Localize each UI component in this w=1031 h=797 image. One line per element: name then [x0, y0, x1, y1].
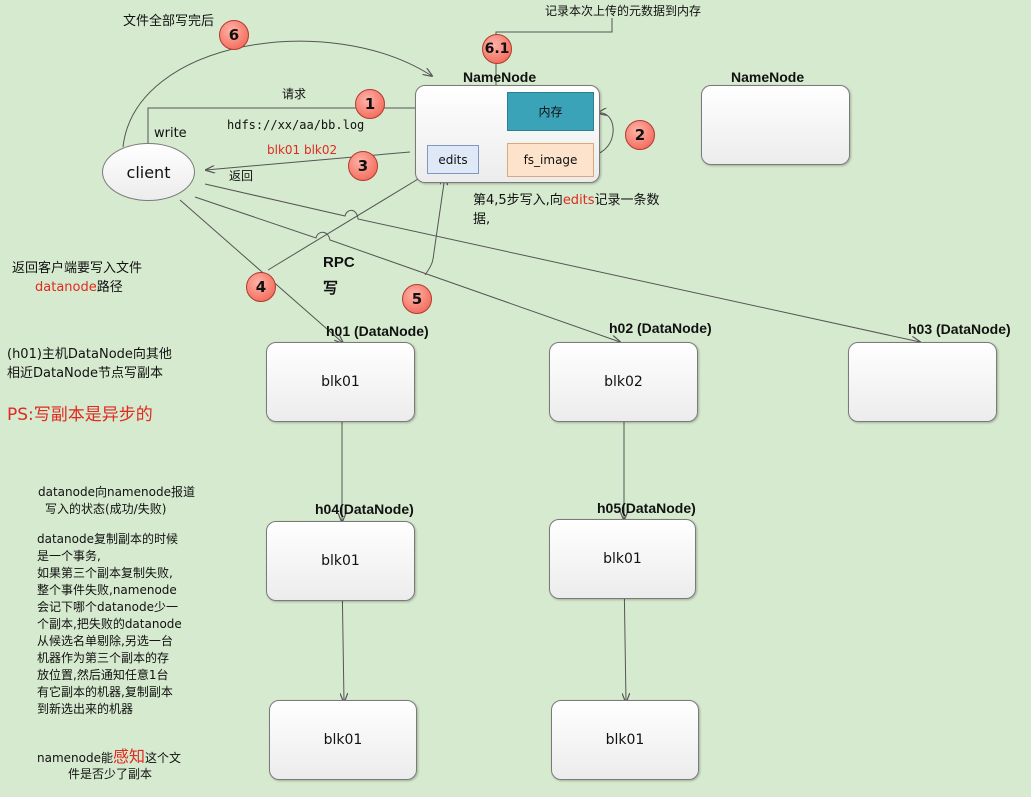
aware-highlight: 感知 — [112, 747, 145, 766]
metadata-memory-label: 记录本次上传的元数据到内存 — [545, 4, 702, 18]
h05-datanode[interactable]: blk01 — [549, 519, 696, 599]
step-badge-6: 6 — [219, 20, 249, 50]
arrow-step-3 — [206, 151, 411, 170]
tx-line: 机器作为第三个副本的存 — [37, 651, 170, 665]
client-node[interactable]: client — [102, 143, 195, 201]
secondary-namenode-title: NameNode — [731, 69, 805, 85]
tx-line: datanode复制副本的时候 — [37, 532, 178, 546]
h02-title: h02 (DataNode) — [609, 320, 712, 336]
replica-node-right[interactable]: blk01 — [551, 700, 699, 780]
replicate-note-1: (h01)主机DataNode向其他 — [7, 347, 172, 362]
arrow-client-h03 — [204, 183, 920, 342]
h04-datanode[interactable]: blk01 — [266, 521, 415, 601]
step-badge-5: 5 — [402, 284, 432, 314]
tx-line: 是一个事务, — [37, 549, 101, 563]
async-note: PS:写副本是异步的 — [7, 405, 153, 425]
tx-line: 从候选名单剔除,另选一台 — [37, 634, 173, 648]
rpc-label: RPC — [323, 254, 355, 271]
aware-prefix: namenode能 — [37, 751, 113, 765]
step-badge-3: 3 — [348, 151, 378, 181]
step-badge-6-1: 6.1 — [482, 34, 512, 64]
report-note-2: 写入的状态(成功/失败) — [45, 502, 167, 516]
namenode-title: NameNode — [463, 69, 537, 85]
fs-image-box[interactable]: fs_image — [507, 143, 594, 177]
memory-box[interactable]: 内存 — [507, 92, 594, 131]
hdfs-path: hdfs://xx/aa/bb.log — [227, 118, 365, 132]
write-complete-label: 文件全部写完后 — [123, 14, 215, 29]
aware-note: namenode能感知这个文 — [37, 743, 181, 767]
step-badge-2: 2 — [625, 120, 655, 150]
edits-note-line2: 据, — [473, 212, 491, 227]
edits-note: 第4,5步写入,向edits记录一条数 据, — [473, 191, 660, 229]
aware-suffix: 这个文 — [145, 751, 182, 765]
step-badge-4: 4 — [246, 272, 276, 302]
write-label: write — [154, 126, 187, 141]
arrow-client-h02 — [194, 196, 620, 342]
tx-line: 到新选出来的机器 — [37, 702, 134, 716]
secondary-namenode-box[interactable] — [701, 85, 850, 165]
tx-line: 有它副本的机器,复制副本 — [37, 685, 173, 699]
return-label: 返回 — [229, 169, 254, 183]
arrow-step-1 — [147, 108, 505, 148]
tx-line: 整个事件失败,namenode — [37, 583, 177, 597]
aware-note-2: 件是否少了副本 — [68, 767, 153, 781]
return-path-note-1: 返回客户端要写入文件 — [12, 261, 143, 276]
arrow-step-5 — [424, 176, 445, 276]
tx-line: 个副本,把失败的datanode — [37, 617, 182, 631]
arrow-step-4 — [267, 173, 428, 271]
replicate-note-2: 相近DataNode节点写副本 — [7, 366, 163, 381]
edits-box[interactable]: edits — [427, 145, 479, 174]
edits-note-prefix: 第4,5步写入,向 — [473, 193, 563, 208]
tx-line: 会记下哪个datanode少一 — [37, 600, 178, 614]
returned-blocks: blk01 blk02 — [267, 143, 338, 157]
h05-title: h05(DataNode) — [597, 500, 696, 516]
tx-line: 放位置,然后通知任意1台 — [37, 668, 169, 682]
step-badge-1: 1 — [355, 89, 385, 119]
request-label: 请求 — [282, 87, 307, 101]
memo-line — [495, 18, 613, 58]
edits-note-suffix: 记录一条数 — [594, 193, 660, 208]
h01-title: h01 (DataNode) — [326, 323, 429, 339]
h02-datanode[interactable]: blk02 — [549, 342, 698, 422]
tx-line: 如果第三个副本复制失败, — [37, 566, 173, 580]
return-path-note-2: datanode路径 — [35, 276, 123, 295]
h03-title: h03 (DataNode) — [908, 321, 1011, 337]
rpc-write-label: 写 — [323, 279, 339, 297]
arrow-step-2 — [592, 113, 614, 156]
transaction-note: datanode复制副本的时候 是一个事务, 如果第三个副本复制失败, 整个事件… — [37, 531, 182, 718]
replica-node-left[interactable]: blk01 — [269, 700, 417, 780]
h03-datanode[interactable] — [848, 342, 997, 422]
return-path-note-red: datanode — [35, 280, 97, 295]
arrow-client-h01 — [179, 199, 343, 343]
h01-datanode[interactable]: blk01 — [266, 342, 415, 422]
return-path-note-rest: 路径 — [96, 280, 123, 295]
arrow-step-6 — [122, 40, 432, 148]
h04-title: h04(DataNode) — [315, 501, 414, 517]
edits-note-highlight: edits — [562, 193, 595, 208]
report-note-1: datanode向namenode报道 — [38, 485, 195, 499]
